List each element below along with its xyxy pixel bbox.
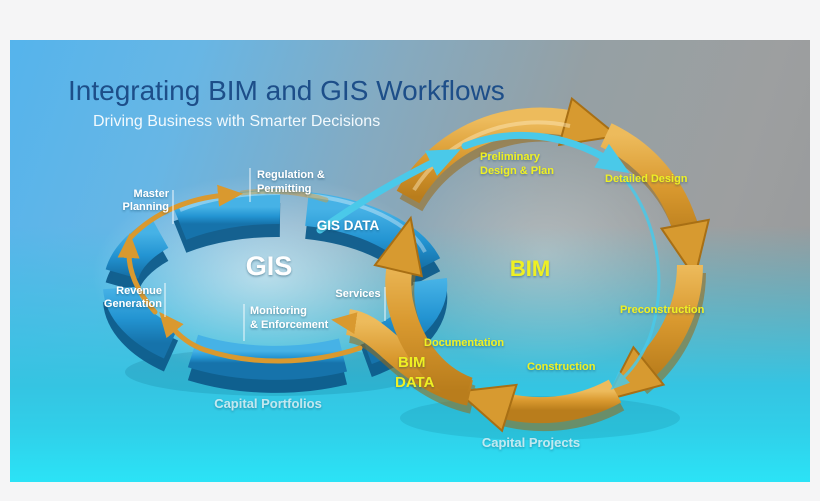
label-gis: GIS — [246, 251, 293, 281]
gis-segment-master-planning — [173, 189, 281, 240]
label-leader-lines — [164, 168, 386, 341]
orange-flow-bottom — [159, 311, 363, 364]
label-capital-projects: Capital Projects — [482, 435, 580, 450]
label-preliminary-line1: Preliminary — [480, 151, 541, 163]
label-gis-data: GIS DATA — [317, 218, 380, 233]
cyan-flow-gis-to-bim — [316, 149, 461, 234]
label-monitoring-line1: Monitoring — [250, 305, 307, 317]
bim-arrow-construction — [455, 379, 622, 433]
orange-flow-top — [128, 184, 243, 240]
label-capital-portfolios: Capital Portfolios — [214, 396, 322, 411]
bim-arrow-preconstruction — [604, 264, 703, 402]
page-subtitle: Driving Business with Smarter Decisions — [93, 113, 380, 130]
label-bim-data-line2: DATA — [395, 374, 435, 391]
cyan-flow-bim-right-down — [610, 176, 661, 390]
slide-canvas: Integrating BIM and GIS Workflows Drivin… — [10, 40, 810, 482]
label-services: Services — [335, 288, 380, 300]
label-construction: Construction — [527, 361, 596, 373]
bim-arrow-up-through-intersection — [373, 215, 474, 403]
label-preliminary-line2: Design & Plan — [480, 165, 554, 177]
label-master-planning-line2: Planning — [123, 201, 169, 213]
orange-flow-top-fade — [239, 188, 329, 203]
bim-arrow-detailed-design — [600, 123, 711, 280]
label-regulation-line2: Permitting — [257, 183, 311, 195]
label-bim: BIM — [510, 256, 550, 281]
workflow-diagram: Integrating BIM and GIS Workflows Drivin… — [68, 75, 711, 450]
label-detailed-design: Detailed Design — [605, 173, 688, 185]
label-regulation-line1: Regulation & — [257, 169, 325, 181]
label-preconstruction: Preconstruction — [620, 304, 705, 316]
label-bim-data-line1: BIM — [398, 354, 426, 371]
cyan-flow-arrows — [316, 131, 661, 390]
label-revenue-line2: Generation — [104, 298, 162, 310]
label-monitoring-line2: & Enforcement — [250, 319, 329, 331]
bim-arrow-preliminary — [396, 96, 621, 204]
label-documentation: Documentation — [424, 337, 504, 349]
label-master-planning-line1: Master — [134, 188, 170, 200]
page-title: Integrating BIM and GIS Workflows — [68, 75, 505, 106]
label-revenue-line1: Revenue — [116, 285, 162, 297]
cyan-flow-bim-top — [461, 131, 630, 174]
orange-flow-arrows — [117, 184, 363, 364]
orange-flow-left-up — [117, 233, 158, 315]
bim-ring — [331, 96, 711, 433]
